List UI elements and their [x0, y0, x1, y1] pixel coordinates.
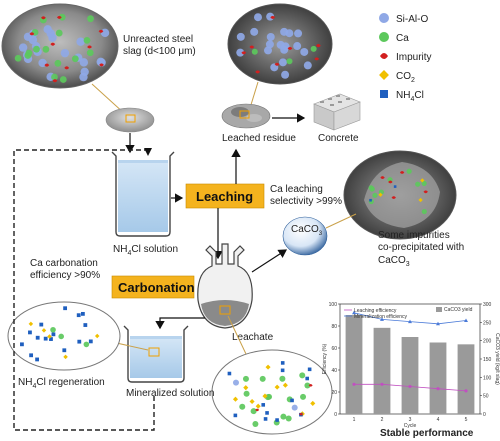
y-right-tick: 150	[483, 357, 492, 363]
impurities-text-1: Some impurities	[378, 230, 450, 241]
y-left-tick: 0	[334, 412, 337, 418]
leached-residue-label: Leached residue	[222, 133, 296, 144]
point-leaching	[464, 389, 468, 393]
y-left-tick: 60	[331, 346, 337, 352]
point-mineralization	[352, 310, 356, 315]
point-leaching	[436, 387, 440, 391]
mineralized-zoom	[7, 301, 121, 371]
bar-caco3-yield	[401, 337, 419, 414]
legend-item-co: CO2	[379, 70, 415, 84]
chart-legend-entry: Leaching efficiency	[354, 308, 397, 314]
y-right-tick: 100	[483, 375, 492, 381]
svg-text:Carbonation: Carbonation	[118, 280, 195, 295]
point-mineralization	[380, 317, 384, 321]
svg-text:NH4Cl: NH4Cl	[396, 90, 424, 103]
caco3-sample-ball: CaCO3	[282, 216, 328, 256]
y-right-tick: 250	[483, 320, 492, 326]
svg-text:CO2: CO2	[396, 71, 415, 84]
unreacted-slag-sem	[1, 3, 119, 89]
chart-legend-entry: Mineralization efficiency	[354, 314, 407, 320]
ca-leaching-text-1: Ca leaching	[270, 184, 323, 195]
legend-item-impurity: Impurity	[380, 52, 432, 63]
unreacted-slag-label-2: slag (d<100 μm)	[123, 46, 196, 57]
x-tick: 4	[437, 417, 440, 423]
legend-item-ca: Ca	[379, 32, 409, 44]
three-neck-flask	[197, 243, 253, 329]
x-tick: 3	[409, 417, 412, 423]
slag-powder	[105, 107, 155, 133]
x-axis-label: Cycle	[404, 423, 417, 429]
y-left-tick: 40	[331, 368, 337, 374]
impurities-text-3: CaCO3	[378, 255, 410, 268]
y-left-tick: 100	[329, 302, 338, 308]
ca-carbonation-text-2: efficiency >90%	[30, 270, 100, 281]
mineralized-label: Mineralized solution	[126, 388, 214, 399]
y-right-label: CaCO3 yield (kg/t slag)	[494, 333, 500, 385]
bar-caco3-yield	[429, 342, 447, 414]
svg-text:Si-Al-O: Si-Al-O	[396, 14, 428, 25]
concrete-label: Concrete	[318, 133, 359, 144]
concrete-block	[313, 93, 361, 131]
chart-legend-entry: CaCO3 yield	[444, 307, 473, 313]
nh4cl-regeneration-label: NH4Cl regeneration	[18, 377, 105, 390]
legend-item-nh: NH4Cl	[380, 90, 424, 103]
svg-text:Impurity: Impurity	[396, 52, 432, 63]
svg-text:Ca: Ca	[396, 33, 409, 44]
y-right-tick: 200	[483, 339, 492, 345]
y-right-tick: 300	[483, 302, 492, 308]
x-tick: 5	[465, 417, 468, 423]
unreacted-slag-label-1: Unreacted steel	[123, 34, 193, 45]
bar-caco3-yield	[345, 315, 363, 414]
nh4cl-beaker	[111, 151, 175, 237]
point-leaching	[408, 384, 412, 389]
caco3-sem	[343, 150, 457, 240]
point-mineralization	[464, 318, 468, 322]
point-leaching	[352, 382, 356, 386]
y-left-label: Efficiency (%)	[322, 343, 328, 374]
carbonation-stage-box: Carbonation	[111, 275, 195, 299]
y-right-tick: 50	[483, 394, 489, 400]
x-tick: 1	[353, 417, 356, 423]
y-left-tick: 80	[331, 324, 337, 330]
x-tick: 2	[381, 417, 384, 423]
leachate-zoom	[211, 349, 333, 435]
bar-caco3-yield	[373, 327, 391, 414]
leaching-stage-box: Leaching	[185, 183, 265, 209]
leached-residue-sample	[221, 103, 271, 129]
y-left-tick: 20	[331, 390, 337, 396]
nh4cl-solution-label: NH4Cl solution	[113, 244, 178, 257]
legend-item-si-al-o: Si-Al-O	[379, 13, 428, 25]
y-right-tick: 0	[483, 412, 486, 418]
leached-residue-sem	[227, 3, 333, 85]
impurities-text-2: co-precipitated with	[378, 242, 464, 253]
svg-text:Leaching: Leaching	[196, 189, 253, 204]
stable-performance-chart: 0 20 40 60 80 100 0 50 100 150 200 250 300 1 2 3 4 5Cycle…	[322, 302, 500, 429]
bar-caco3-yield	[457, 344, 475, 414]
caco3-ball-label: CaCO3	[291, 224, 323, 237]
stable-performance-label: Stable performance	[380, 428, 474, 439]
point-mineralization	[436, 321, 440, 326]
ca-carbonation-text-1: Ca carbonation	[30, 258, 98, 269]
mineralized-beaker	[123, 325, 189, 383]
point-leaching	[380, 382, 384, 386]
ca-leaching-text-2: selectivity >99%	[270, 196, 342, 207]
leachate-label: Leachate	[232, 332, 274, 343]
point-mineralization	[408, 319, 412, 324]
